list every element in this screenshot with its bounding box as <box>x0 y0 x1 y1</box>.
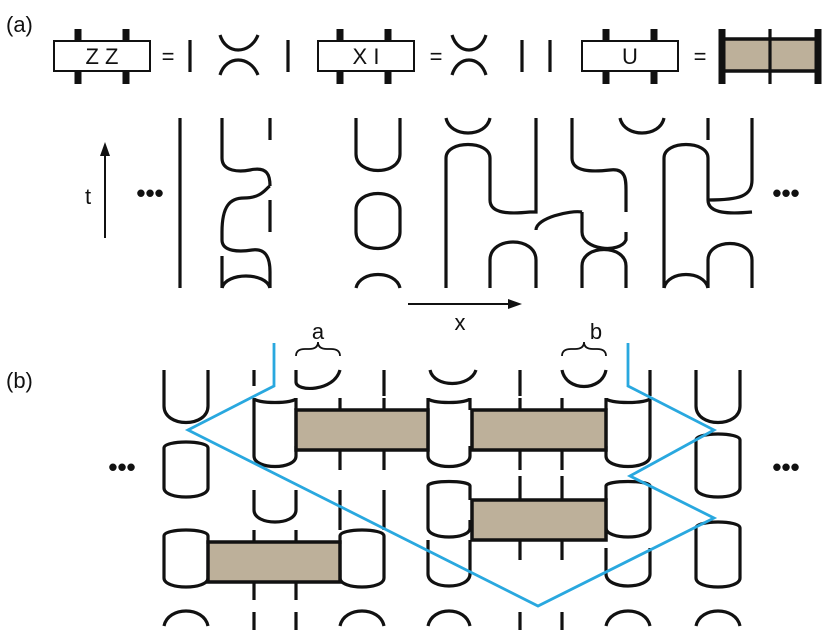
u-gate-rendering <box>718 29 822 84</box>
space-axis-arrow <box>408 299 522 309</box>
ellipsis-right-a: ••• <box>772 178 799 208</box>
xi-gate: X I <box>317 29 415 84</box>
time-axis-label: t <box>85 184 91 209</box>
brace-b-label: b <box>590 319 602 344</box>
u-gate-block <box>206 540 342 584</box>
zz-equivalent-loops <box>188 34 290 76</box>
u-gate-block <box>470 498 608 542</box>
u-gate-block <box>470 408 608 452</box>
ellipsis-left-b: ••• <box>108 452 135 482</box>
brace-b <box>561 341 607 357</box>
loop-lattice-b <box>162 369 742 630</box>
xi-equivalent-loops <box>450 34 552 76</box>
u-gate-label: U <box>622 44 638 69</box>
ellipsis-left-a: ••• <box>136 178 163 208</box>
light-cone-cut <box>184 343 718 608</box>
equals-sign-1: = <box>162 44 175 69</box>
panel-a-label: (a) <box>6 12 33 37</box>
loop-lattice-a <box>178 117 754 289</box>
panel-b-label: (b) <box>6 368 33 393</box>
xi-gate-label: X I <box>353 44 380 69</box>
time-axis-arrow <box>100 142 110 238</box>
equals-sign-3: = <box>694 44 707 69</box>
brace-a-label: a <box>312 319 325 344</box>
brace-a <box>295 341 341 357</box>
u-gate: U <box>581 29 679 84</box>
zz-gate-label: Z Z <box>86 44 119 69</box>
zz-gate: Z Z <box>53 29 151 84</box>
u-gate-block <box>294 408 430 452</box>
space-axis-label: x <box>455 310 466 335</box>
equals-sign-2: = <box>430 44 443 69</box>
ellipsis-right-b: ••• <box>772 452 799 482</box>
